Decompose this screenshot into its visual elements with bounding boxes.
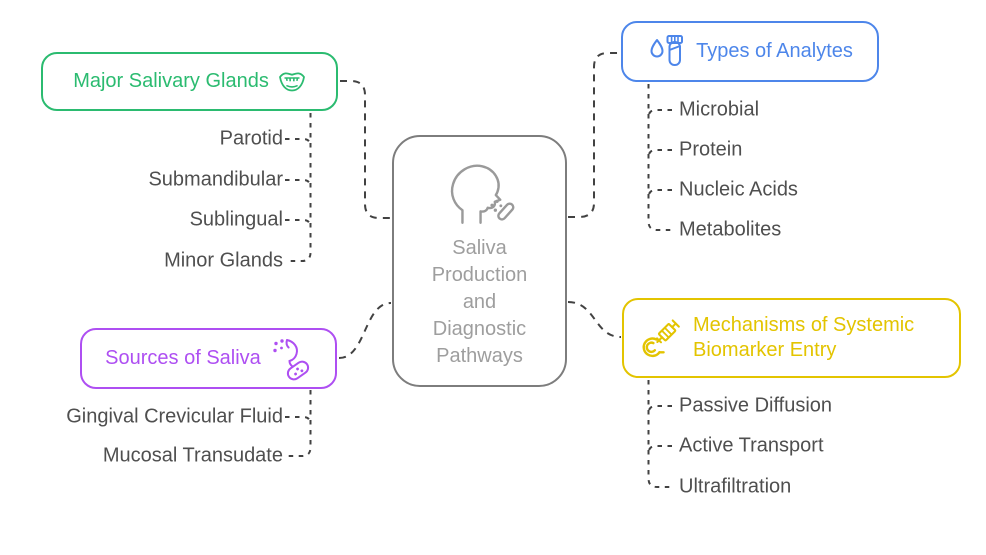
connector-glands-center bbox=[340, 80, 391, 219]
connector-analytes-item-stub bbox=[647, 189, 672, 198]
connector-mechanisms-center bbox=[567, 301, 622, 338]
connector-sources-item-stub bbox=[285, 416, 312, 425]
connector-glands-item-stub bbox=[285, 179, 312, 188]
item-parotid[interactable]: Parotid bbox=[219, 127, 283, 150]
branch-major-salivary-glands[interactable]: Major Salivary Glands bbox=[41, 52, 338, 111]
connector-mechanisms-items bbox=[647, 380, 672, 488]
connector-analytes-items bbox=[647, 84, 672, 231]
item-microbial[interactable]: Microbial bbox=[679, 98, 760, 121]
item-active-transport[interactable]: Active Transport bbox=[679, 434, 824, 457]
branch-sources-of-saliva[interactable]: Sources of Saliva bbox=[80, 328, 337, 389]
connector-mechanisms-item-stub bbox=[647, 405, 672, 414]
mouth-icon bbox=[278, 72, 305, 92]
connector-analytes-item-stub bbox=[647, 109, 672, 118]
connector-glands-item-stub bbox=[285, 219, 312, 228]
center-node-label: Saliva Production and Diagnostic Pathway… bbox=[431, 237, 528, 367]
connector-glands-items bbox=[286, 113, 312, 262]
connector-sources-items bbox=[286, 390, 312, 457]
item-metabolites[interactable]: Metabolites bbox=[679, 218, 782, 241]
item-passive-diffusion[interactable]: Passive Diffusion bbox=[679, 394, 833, 417]
saliva-microbe-icon bbox=[273, 339, 309, 381]
center-node[interactable]: Saliva Production and Diagnostic Pathway… bbox=[392, 135, 567, 387]
branch-label: Mechanisms of Systemic Biomarker Entry bbox=[693, 314, 915, 361]
item-gingival-crevicular-fluid[interactable]: Gingival Crevicular Fluid bbox=[66, 405, 283, 428]
branch-types-of-analytes[interactable]: Types of Analytes bbox=[621, 21, 879, 82]
connector-analytes-center bbox=[568, 52, 620, 218]
branch-label: Major Salivary Glands bbox=[73, 70, 269, 92]
connector-sources-center bbox=[338, 302, 392, 359]
item-minor-glands[interactable]: Minor Glands bbox=[164, 249, 283, 272]
connector-mechanisms-item-stub bbox=[647, 445, 672, 454]
branch-mechanisms-of-systemic-biomarker-entry[interactable]: Mechanisms of Systemic Biomarker Entry bbox=[622, 298, 961, 378]
item-sublingual[interactable]: Sublingual bbox=[189, 208, 283, 231]
item-mucosal-transudate[interactable]: Mucosal Transudate bbox=[102, 444, 283, 467]
droplet-test-tube-icon bbox=[650, 35, 684, 66]
connector-glands-item-stub bbox=[285, 138, 312, 147]
branch-label: Types of Analytes bbox=[696, 40, 853, 62]
head-saliva-swab-icon bbox=[450, 164, 514, 225]
connector-analytes-item-stub bbox=[647, 149, 672, 158]
branch-label: Sources of Saliva bbox=[105, 347, 261, 369]
item-protein[interactable]: Protein bbox=[679, 138, 743, 161]
syringe-coil-icon bbox=[642, 318, 680, 357]
item-nucleic-acids[interactable]: Nucleic Acids bbox=[679, 178, 798, 201]
item-submandibular[interactable]: Submandibular bbox=[148, 168, 283, 191]
item-ultrafiltration[interactable]: Ultrafiltration bbox=[679, 475, 792, 498]
